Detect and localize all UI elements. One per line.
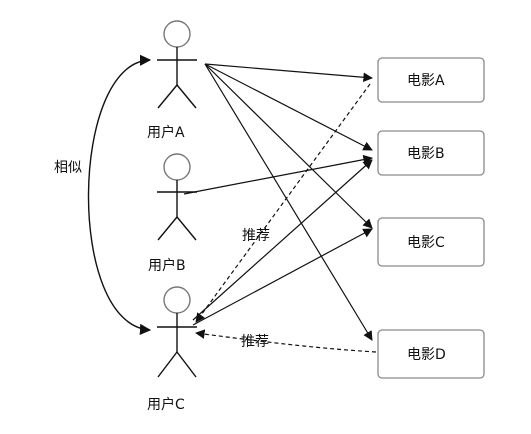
movie-a-label: 电影A [407, 73, 445, 89]
user-c-label: 用户C [147, 396, 185, 413]
edge-user-c-movie-c [192, 228, 373, 326]
recommend-label-1: 推荐 [242, 228, 270, 244]
movie-d-label: 电影D [407, 347, 446, 363]
recommend-movie-d-to-user-c [195, 329, 377, 353]
edge-user-a-movie-a [204, 63, 373, 83]
edge-user-a-movie-b [204, 63, 373, 151]
recommend-label-2: 推荐 [241, 334, 269, 350]
movie-c-box: 电影C [377, 217, 485, 267]
edge-user-c-movie-b [192, 159, 373, 321]
user-a-figure [157, 20, 197, 109]
edge-user-a-movie-d [204, 63, 373, 341]
similarity-curve [87, 54, 152, 335]
recommend-movie-a-to-user-c [195, 83, 371, 323]
edge-user-a-movie-c [204, 63, 373, 229]
movie-b-box: 电影B [377, 130, 485, 176]
user-a-label: 用户A [147, 124, 185, 141]
movie-b-label: 电影B [407, 146, 445, 162]
movie-a-box: 电影A [377, 57, 485, 103]
similar-label: 相似 [54, 160, 82, 176]
edge-user-b-movie-b [183, 154, 373, 195]
user-c-figure [157, 286, 197, 378]
movie-d-box: 电影D [377, 329, 485, 379]
user-b-figure [157, 153, 197, 241]
user-b-label: 用户B [148, 257, 186, 274]
movie-c-label: 电影C [407, 235, 445, 251]
